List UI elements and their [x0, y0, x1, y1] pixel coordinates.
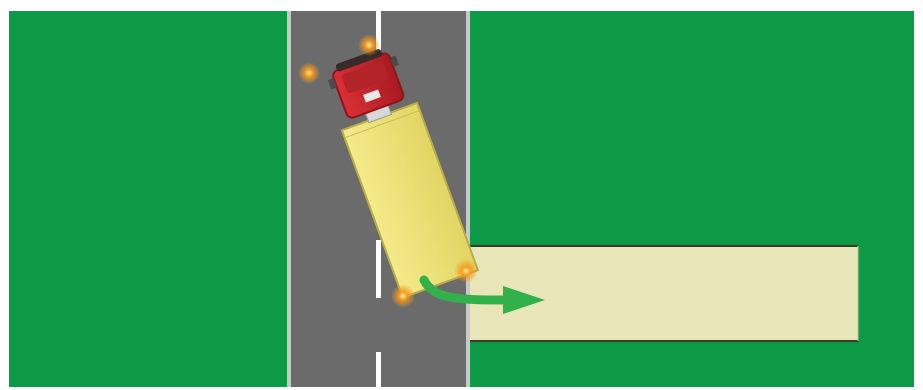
turn-signal-icon	[298, 62, 320, 84]
turn-signal-icon	[391, 284, 415, 308]
lane-dash	[376, 352, 381, 387]
grass-left	[9, 11, 287, 387]
turn-signal-icon	[358, 34, 380, 56]
lane-dash	[376, 240, 381, 298]
driveway	[470, 246, 858, 341]
turn-signal-icon	[454, 259, 478, 283]
road-edge-left	[287, 11, 291, 387]
road-edge-right	[466, 11, 470, 387]
